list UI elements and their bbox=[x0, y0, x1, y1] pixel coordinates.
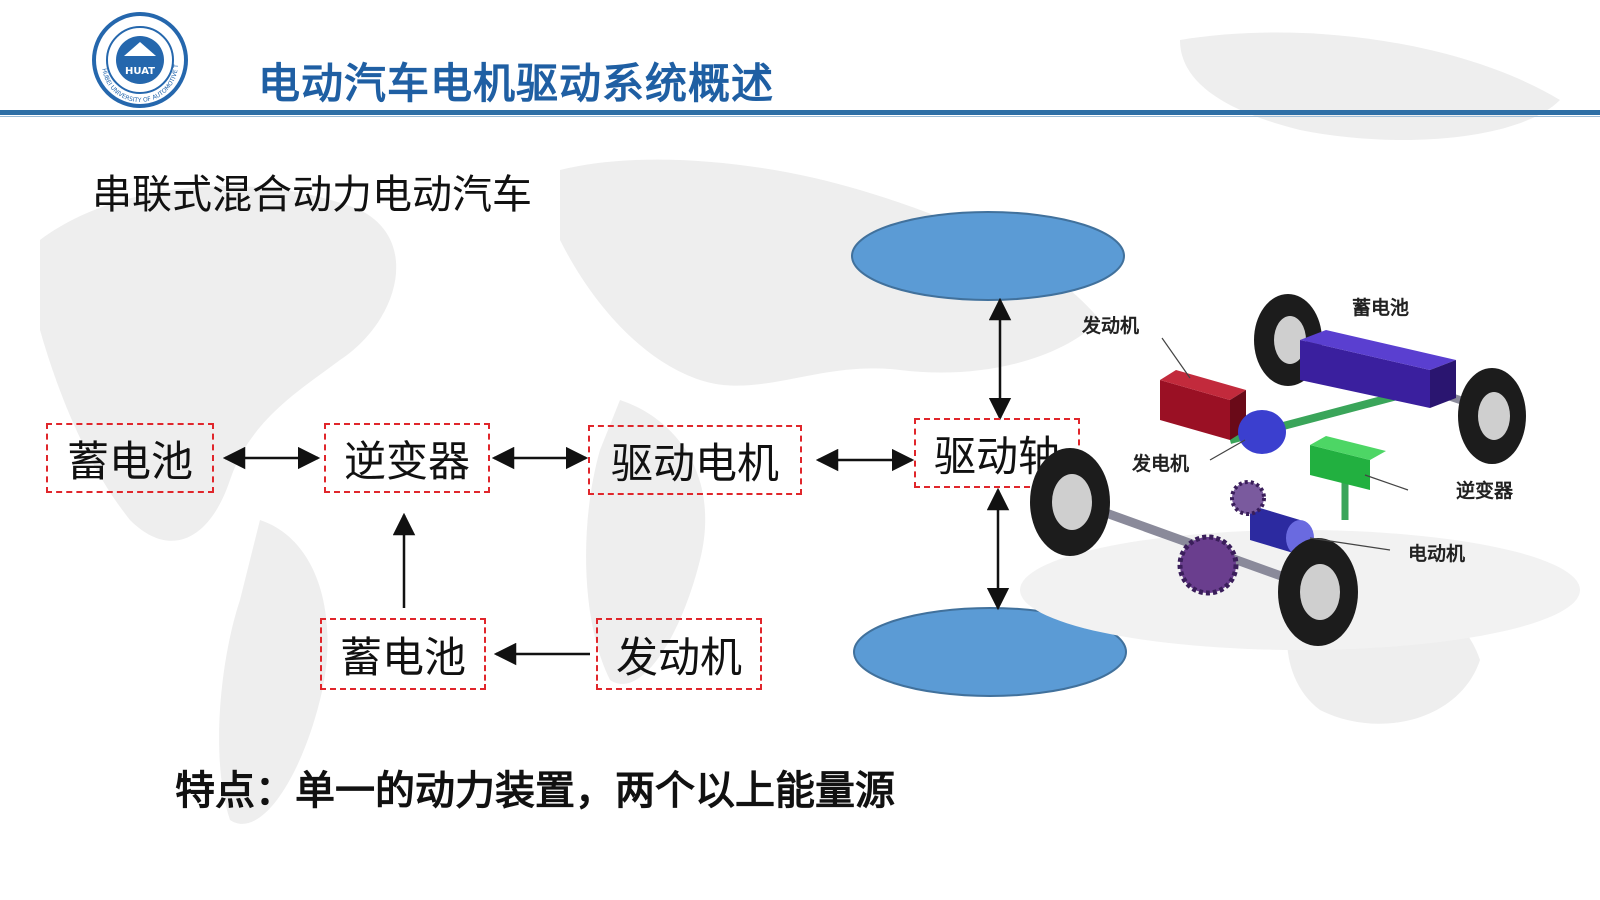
front-wheel-ellipse bbox=[851, 211, 1125, 301]
node-drive-motor-label: 驱动电机 bbox=[610, 438, 779, 488]
car-gear-small bbox=[1230, 480, 1266, 516]
car-generator bbox=[1238, 410, 1286, 454]
node-battery-top-label: 蓄电池 bbox=[66, 436, 193, 486]
diagram-subtitle: 串联式混合动力电动汽车 bbox=[92, 172, 532, 218]
car-label-battery: 蓄电池 bbox=[1352, 296, 1409, 319]
header-divider-thin bbox=[0, 116, 1600, 117]
car-label-inverter: 逆变器 bbox=[1456, 479, 1514, 502]
front-left-wheel bbox=[1030, 448, 1110, 556]
front-right-wheel bbox=[1278, 538, 1358, 646]
node-inverter: 逆变器 bbox=[324, 423, 490, 493]
car-battery-block bbox=[1300, 330, 1456, 408]
feature-text: 特点：单一的动力装置，两个以上能量源 bbox=[175, 768, 895, 814]
university-logo: HUAT HUBEI UNIVERSITY OF AUTOMOTIVE TECH… bbox=[84, 12, 188, 108]
car-gear-large bbox=[1177, 534, 1239, 596]
car-label-generator: 发电机 bbox=[1131, 452, 1189, 475]
node-inverter-label: 逆变器 bbox=[343, 436, 470, 486]
node-engine: 发动机 bbox=[596, 618, 762, 690]
car-label-motor: 电动机 bbox=[1408, 542, 1465, 565]
node-battery-bottom-label: 蓄电池 bbox=[339, 632, 466, 682]
node-engine-label: 发动机 bbox=[615, 632, 742, 682]
car-label-engine: 发动机 bbox=[1081, 314, 1139, 337]
car-chassis-illustration: 发动机 蓄电池 发电机 逆变器 电动机 bbox=[1020, 294, 1580, 650]
node-battery-top: 蓄电池 bbox=[46, 423, 214, 493]
slide-title: 电动汽车电机驱动系统概述 bbox=[258, 59, 775, 108]
logo-text: HUAT bbox=[125, 66, 155, 77]
car-inverter-block bbox=[1310, 436, 1386, 490]
car-engine-block bbox=[1160, 370, 1246, 440]
node-drive-motor: 驱动电机 bbox=[588, 425, 802, 495]
header-divider bbox=[0, 110, 1600, 115]
node-battery-bottom: 蓄电池 bbox=[320, 618, 486, 690]
rear-right-wheel bbox=[1458, 368, 1526, 464]
